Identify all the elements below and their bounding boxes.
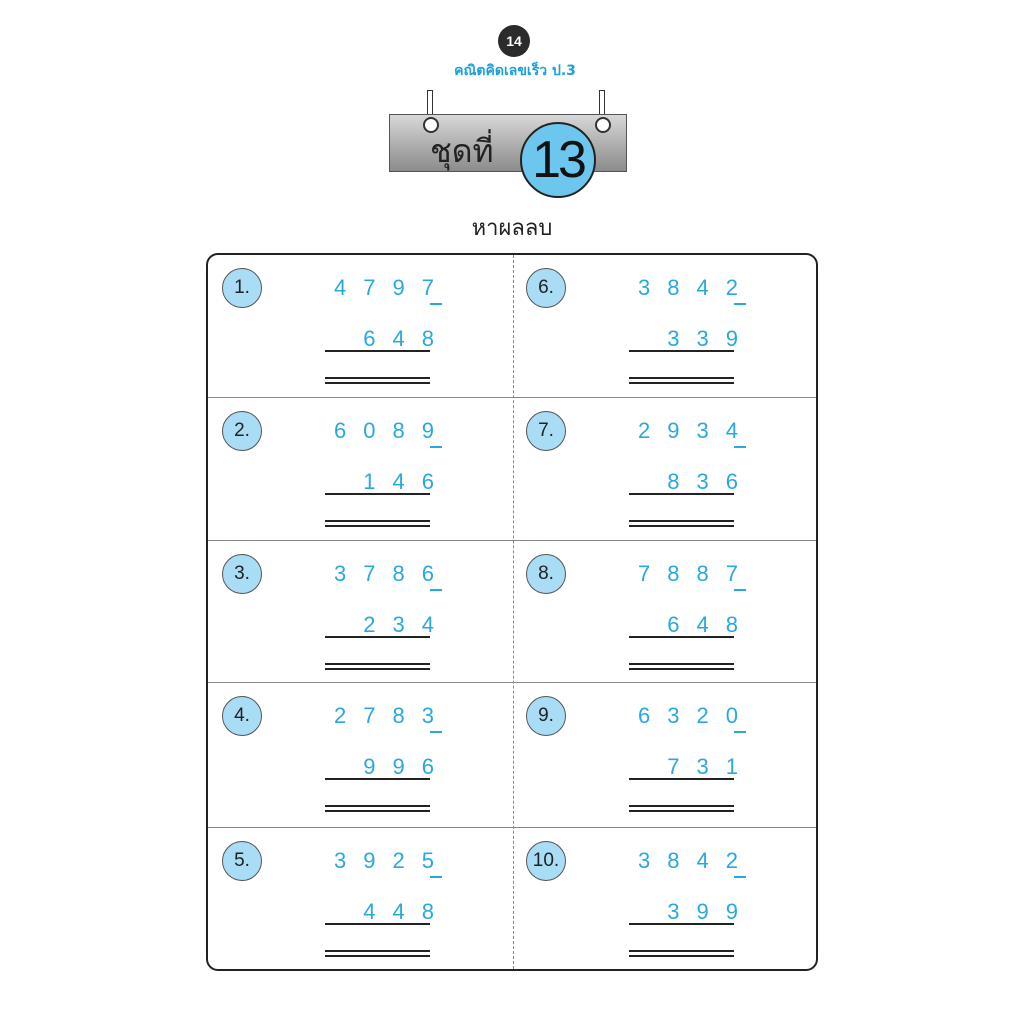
- problem-number: 7.: [526, 411, 566, 451]
- minus-sign-icon: [430, 731, 442, 733]
- answer-double-line: [325, 520, 430, 527]
- answer-line: [629, 350, 734, 352]
- problem-number: 10.: [526, 841, 566, 881]
- minus-sign-icon: [430, 303, 442, 305]
- problem-number: 3.: [222, 554, 262, 594]
- answer-double-line: [325, 950, 430, 957]
- answer-line: [629, 778, 734, 780]
- set-number: 13: [520, 122, 596, 198]
- minuend: 2934: [638, 418, 755, 443]
- problem-cell: 8. 7887 648: [512, 540, 816, 682]
- answer-double-line: [325, 663, 430, 670]
- minuend: 3786: [334, 561, 451, 586]
- answer-line: [629, 493, 734, 495]
- problem-cell: 5. 3925 448: [208, 827, 512, 969]
- answer-double-line: [325, 805, 430, 812]
- problem-number: 6.: [526, 268, 566, 308]
- minus-sign-icon: [734, 446, 746, 448]
- ring-right-icon: [595, 117, 611, 133]
- minus-sign-icon: [734, 303, 746, 305]
- problem-cell: 7. 2934 836: [512, 397, 816, 540]
- answer-double-line: [629, 520, 734, 527]
- problem-grid: 1. 4797 648 6. 3842 339 2. 6089 146 7. 2…: [206, 253, 818, 971]
- problem-cell: 1. 4797 648: [208, 255, 512, 397]
- problem-number: 2.: [222, 411, 262, 451]
- problem-cell: 10. 3842 399: [512, 827, 816, 969]
- subtrahend: 996: [363, 754, 451, 779]
- answer-line: [325, 923, 430, 925]
- problem-number: 4.: [222, 696, 262, 736]
- page-number: 14: [498, 25, 530, 57]
- minuend: 2783: [334, 703, 451, 728]
- instruction-title: หาผลลบ: [471, 216, 553, 241]
- subtrahend: 399: [667, 899, 755, 924]
- minuend: 3842: [638, 848, 755, 873]
- minuend: 3925: [334, 848, 451, 873]
- minuend: 3842: [638, 275, 755, 300]
- subtrahend: 339: [667, 326, 755, 351]
- answer-line: [325, 350, 430, 352]
- problem-cell: 4. 2783 996: [208, 682, 512, 827]
- problem-cell: 2. 6089 146: [208, 397, 512, 540]
- answer-double-line: [629, 377, 734, 384]
- minus-sign-icon: [734, 731, 746, 733]
- answer-line: [325, 493, 430, 495]
- answer-double-line: [629, 663, 734, 670]
- set-label: ชุดที่: [430, 132, 494, 170]
- minuend: 6089: [334, 418, 451, 443]
- problem-number: 5.: [222, 841, 262, 881]
- column-divider: [513, 255, 514, 969]
- answer-line: [325, 636, 430, 638]
- minuend: 4797: [334, 275, 451, 300]
- subtrahend: 448: [363, 899, 451, 924]
- minuend: 6320: [638, 703, 755, 728]
- minus-sign-icon: [734, 876, 746, 878]
- answer-line: [629, 923, 734, 925]
- minuend: 7887: [638, 561, 755, 586]
- minus-sign-icon: [734, 589, 746, 591]
- subtrahend: 836: [667, 469, 755, 494]
- subtrahend: 146: [363, 469, 451, 494]
- answer-line: [325, 778, 430, 780]
- problem-number: 1.: [222, 268, 262, 308]
- minus-sign-icon: [430, 589, 442, 591]
- problem-number: 9.: [526, 696, 566, 736]
- subtrahend: 234: [363, 612, 451, 637]
- subtrahend: 731: [667, 754, 755, 779]
- subtrahend: 648: [667, 612, 755, 637]
- minus-sign-icon: [430, 446, 442, 448]
- answer-line: [629, 636, 734, 638]
- problem-cell: 3. 3786 234: [208, 540, 512, 682]
- problem-cell: 6. 3842 339: [512, 255, 816, 397]
- problem-cell: 9. 6320 731: [512, 682, 816, 827]
- subtrahend: 648: [363, 326, 451, 351]
- ring-left-icon: [423, 117, 439, 133]
- problem-number: 8.: [526, 554, 566, 594]
- answer-double-line: [325, 377, 430, 384]
- minus-sign-icon: [430, 876, 442, 878]
- book-title: คณิตคิดเลขเร็ว ป.3: [454, 63, 576, 79]
- answer-double-line: [629, 950, 734, 957]
- answer-double-line: [629, 805, 734, 812]
